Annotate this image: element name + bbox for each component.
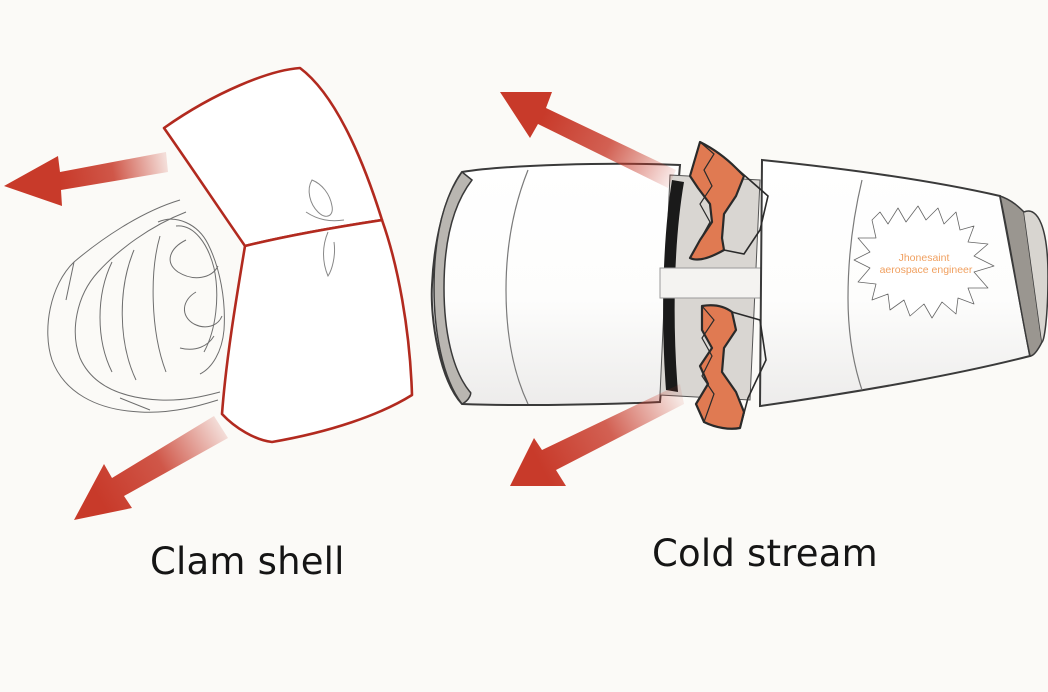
clam-shell-door-lower: [220, 218, 414, 444]
cold-stream-flow-arrows: [500, 92, 684, 486]
clam-shell-engine-sketch: [47, 199, 225, 413]
clam-shell-caption: Clam shell: [150, 540, 345, 583]
cold-stream-opening: [659, 174, 765, 401]
watermark-name: Jhonesaint: [899, 252, 950, 264]
author-watermark: Jhonesaint aerospace engineer: [853, 205, 995, 319]
cold-stream-nacelle-front: [430, 162, 682, 407]
clam-shell-flow-arrows: [4, 152, 228, 520]
cascade-vanes: [688, 140, 769, 430]
watermark-subtitle: aerospace engineer: [880, 264, 973, 276]
clam-shell-door-upper: [162, 66, 384, 248]
cold-stream-caption: Cold stream: [652, 532, 878, 575]
